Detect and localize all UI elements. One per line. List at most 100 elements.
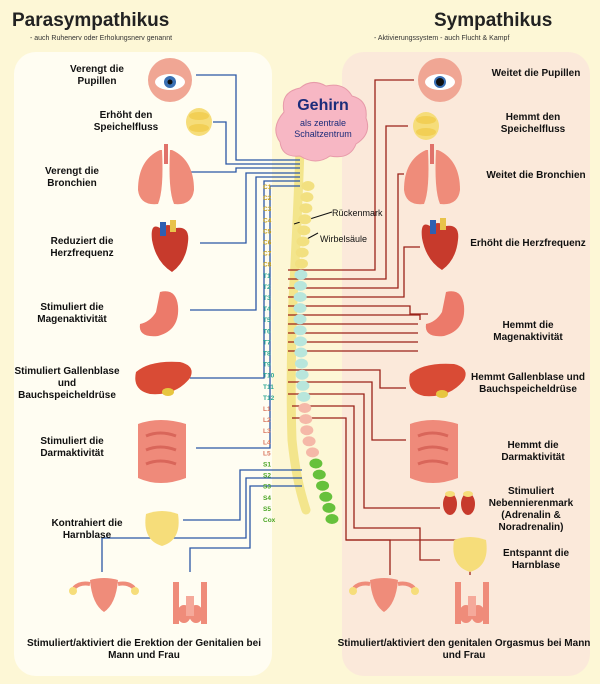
segment-label-t5: T5 bbox=[263, 317, 271, 324]
stomach-icon-left bbox=[139, 291, 179, 337]
right-effect-bladder: Entspannt die Harnblase bbox=[502, 548, 570, 571]
segment-label-t7: T7 bbox=[263, 339, 271, 346]
vertebra-t2 bbox=[293, 280, 307, 291]
left-subtitle: - auch Ruhenerv oder Erholungsnerv genan… bbox=[30, 35, 173, 42]
left-effect-gallbladder: Stimuliert Gallenblase und Bauchspeichel… bbox=[14, 366, 120, 401]
vertebra-l5 bbox=[306, 447, 320, 458]
segment-label-c4: C4 bbox=[263, 217, 272, 224]
vertebra-c5 bbox=[297, 225, 311, 236]
salivary-gland-icon-left bbox=[186, 108, 212, 136]
vertebra-c4 bbox=[298, 214, 312, 225]
vertebra-s1 bbox=[309, 458, 323, 469]
segment-label-cox: Cox bbox=[263, 517, 276, 524]
segment-label-c8: C8 bbox=[263, 262, 272, 269]
segment-label-t6: T6 bbox=[263, 328, 271, 335]
vertebra-t12 bbox=[297, 391, 311, 402]
intestine-icon-left bbox=[138, 420, 186, 483]
bladder-icon-left bbox=[145, 511, 179, 546]
vertebra-cox bbox=[325, 514, 339, 524]
sympathetic-panel bbox=[342, 52, 590, 676]
eye-icon-left bbox=[148, 58, 192, 102]
vertebra-t5 bbox=[293, 314, 307, 325]
testes-icon-right bbox=[455, 582, 489, 624]
vertebra-c6 bbox=[296, 236, 310, 247]
segment-label-c6: C6 bbox=[263, 240, 272, 247]
spinal-cord-label: Rückenmark bbox=[332, 208, 383, 218]
segment-label-t3: T3 bbox=[263, 295, 271, 302]
right-effect-intestine: Hemmt die Darmaktivität bbox=[501, 440, 565, 463]
vertebra-l1 bbox=[298, 403, 312, 413]
segment-label-t11: T11 bbox=[263, 384, 274, 391]
segment-label-c7: C7 bbox=[263, 251, 272, 258]
vertebra-c8 bbox=[294, 258, 308, 269]
segment-label-c3: C3 bbox=[263, 206, 272, 213]
segment-label-t9: T9 bbox=[263, 362, 271, 369]
left-effect-saliva: Erhöht den Speichelfluss bbox=[93, 110, 159, 133]
segment-label-s3: S3 bbox=[263, 484, 271, 491]
vertebra-t8 bbox=[294, 347, 308, 358]
left-effect-bronchi: Verengt die Bronchien bbox=[45, 166, 99, 189]
sympathetic-nerve-lines bbox=[288, 79, 471, 575]
intestine-icon-right bbox=[410, 420, 458, 483]
right-effect-gallbladder: Hemmt Gallenblase und Bauchspeicheldrüse bbox=[471, 372, 585, 395]
liver-icon-right bbox=[409, 363, 466, 398]
segment-label-t12: T12 bbox=[263, 395, 275, 402]
segment-label-s4: S4 bbox=[263, 495, 271, 502]
vertebra-t4 bbox=[293, 303, 307, 314]
lungs-icon-left bbox=[138, 144, 194, 205]
segment-label-l2: L2 bbox=[263, 417, 271, 424]
vertebra-c3 bbox=[299, 203, 313, 214]
right-effect-stomach: Hemmt die Magenaktivität bbox=[493, 320, 563, 343]
spine-label: Wirbelsäule bbox=[320, 234, 367, 244]
lungs-icon-right bbox=[404, 144, 460, 205]
segment-label-c5: C5 bbox=[263, 228, 272, 235]
left-effect-genitals: Stimuliert/aktiviert die Erektion der Ge… bbox=[27, 638, 261, 661]
left-effect-bladder: Kontrahiert die Harnblase bbox=[51, 518, 123, 541]
right-effect-bronchi: Weitet die Bronchien bbox=[486, 170, 586, 181]
vertebra-t1 bbox=[294, 269, 308, 280]
heart-icon-left bbox=[151, 220, 189, 272]
vertebra-l4 bbox=[302, 436, 316, 447]
eye-icon-right bbox=[418, 58, 462, 102]
vertebra-s5 bbox=[322, 502, 336, 513]
segment-label-l4: L4 bbox=[263, 439, 271, 446]
salivary-gland-icon-right bbox=[413, 112, 439, 140]
vertebra-t10 bbox=[295, 369, 309, 380]
segment-labels: C1C2C3C4C5C6C7C8T1T2T3T4T5T6T7T8T9T10T11… bbox=[263, 184, 276, 524]
left-title: Parasympathikus bbox=[12, 10, 170, 31]
vertebra-t11 bbox=[296, 380, 310, 391]
kidney-icon-right bbox=[443, 491, 475, 515]
testes-icon-left bbox=[173, 582, 207, 624]
segment-label-t2: T2 bbox=[263, 284, 271, 291]
parasympathetic-nerve-lines bbox=[101, 74, 302, 572]
vertebra-s3 bbox=[316, 480, 330, 491]
stomach-icon-right bbox=[425, 291, 465, 337]
vertebra-s4 bbox=[319, 491, 333, 502]
brain-shape bbox=[275, 82, 369, 162]
right-subtitle: - Aktivierungssystem - auch Flucht & Kam… bbox=[374, 35, 510, 42]
segment-label-t1: T1 bbox=[263, 273, 271, 280]
vertebra-l3 bbox=[300, 425, 314, 436]
brain-subtitle-line-1: als zentrale bbox=[300, 118, 346, 128]
left-effect-heart: Reduziert die Herzfrequenz bbox=[50, 236, 114, 259]
segment-label-s2: S2 bbox=[263, 473, 271, 480]
right-effect-genitals: Stimuliert/aktiviert den genitalen Orgas… bbox=[337, 638, 591, 661]
heart-icon-right bbox=[421, 218, 459, 270]
segment-label-c2: C2 bbox=[263, 195, 272, 202]
vertebrae bbox=[293, 181, 339, 524]
right-effect-heart: Erhöht die Herzfrequenz bbox=[470, 238, 586, 249]
vertebra-c2 bbox=[300, 192, 314, 203]
vertebra-t9 bbox=[294, 358, 308, 369]
right-effect-pupils: Weitet die Pupillen bbox=[491, 68, 581, 79]
vertebra-c7 bbox=[295, 247, 309, 258]
segment-label-s1: S1 bbox=[263, 462, 271, 469]
segment-label-l1: L1 bbox=[263, 406, 271, 413]
segment-label-l5: L5 bbox=[263, 450, 271, 457]
vertebra-t6 bbox=[293, 325, 307, 336]
bladder-icon-right bbox=[453, 537, 487, 572]
brain-subtitle-line-2: Schaltzentrum bbox=[294, 129, 352, 139]
segment-label-t10: T10 bbox=[263, 373, 275, 380]
parasympathetic-panel bbox=[14, 52, 272, 676]
